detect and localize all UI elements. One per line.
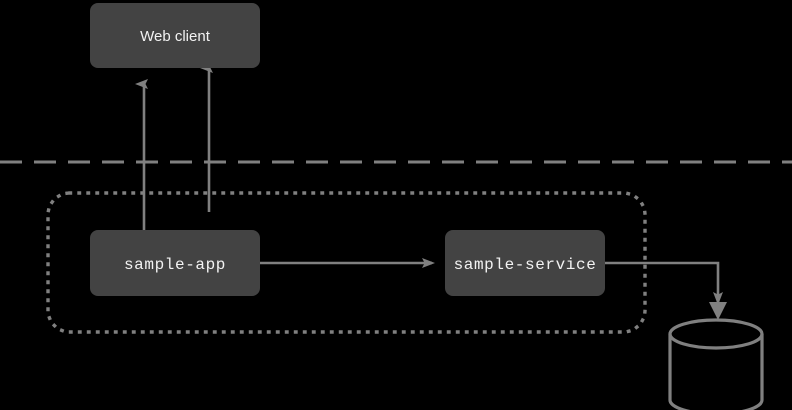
edge-arrowhead-database xyxy=(709,302,727,320)
sample-service-box[interactable] xyxy=(445,230,605,296)
node-sample-service[interactable]: sample-service xyxy=(445,230,605,296)
node-database[interactable] xyxy=(668,318,764,410)
web-client-label: Web client xyxy=(140,28,211,45)
sample-service-label: sample-service xyxy=(454,256,597,274)
database-top-ellipse xyxy=(668,318,764,350)
deployment-boundary-box xyxy=(46,191,647,334)
sample-app-label: sample-app xyxy=(124,256,226,274)
edge-sample-service-to-database xyxy=(605,261,723,305)
database-body xyxy=(668,334,764,410)
node-sample-app[interactable]: sample-app xyxy=(90,230,260,296)
node-web-client[interactable]: Web client xyxy=(90,3,260,68)
sample-app-box[interactable] xyxy=(90,230,260,296)
web-client-box[interactable] xyxy=(90,3,260,68)
